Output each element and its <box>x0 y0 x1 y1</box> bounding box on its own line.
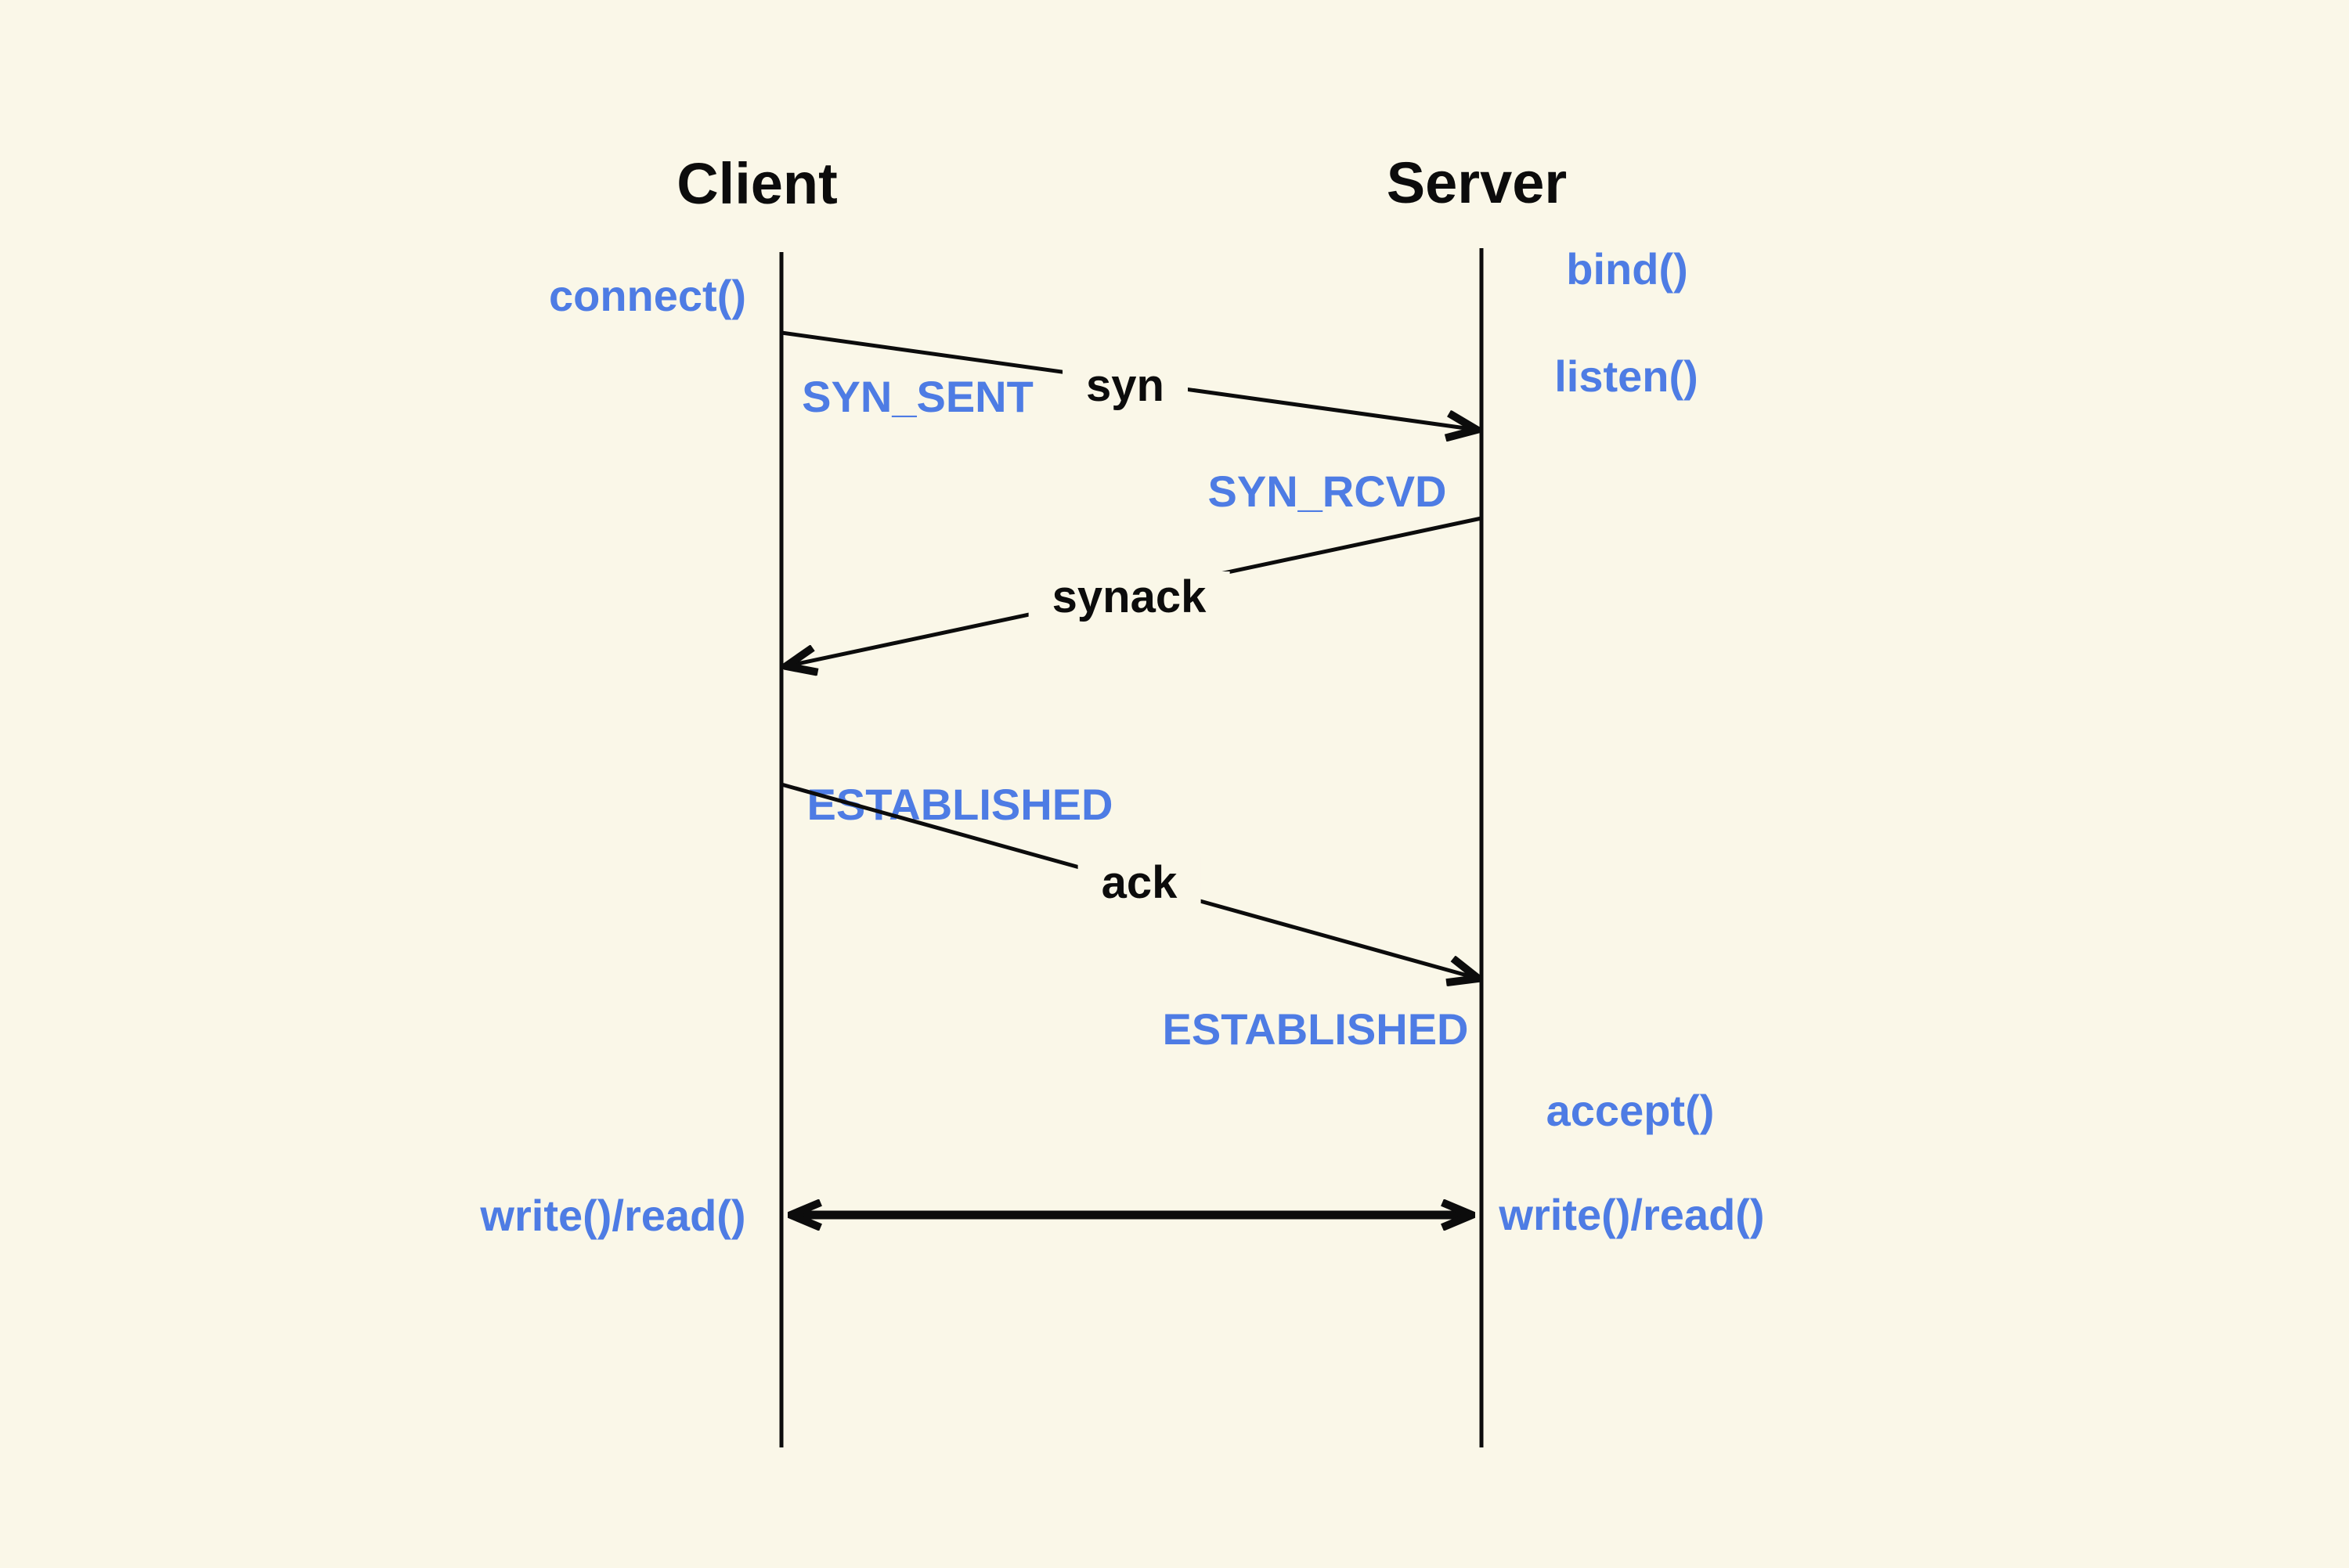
client-connect-label: connect() <box>549 271 746 320</box>
server-syn-rcvd-state: SYN_RCVD <box>1207 467 1447 516</box>
server-column-title: Server <box>1386 150 1568 215</box>
client-column-title: Client <box>677 151 838 216</box>
client-write-read-label: write()/read() <box>480 1191 746 1240</box>
server-accept-label: accept() <box>1546 1086 1715 1135</box>
server-listen-label: listen() <box>1554 351 1698 401</box>
ack-message-label: ack <box>1077 857 1201 909</box>
server-established-state: ESTABLISHED <box>1162 1004 1469 1054</box>
client-established-state: ESTABLISHED <box>806 780 1113 829</box>
server-write-read-label: write()/read() <box>1499 1190 1765 1239</box>
client-syn-sent-state: SYN_SENT <box>802 372 1034 421</box>
synack-message-label: synack <box>1028 571 1230 623</box>
syn-message-label: syn <box>1063 360 1188 412</box>
server-bind-label: bind() <box>1566 244 1688 294</box>
